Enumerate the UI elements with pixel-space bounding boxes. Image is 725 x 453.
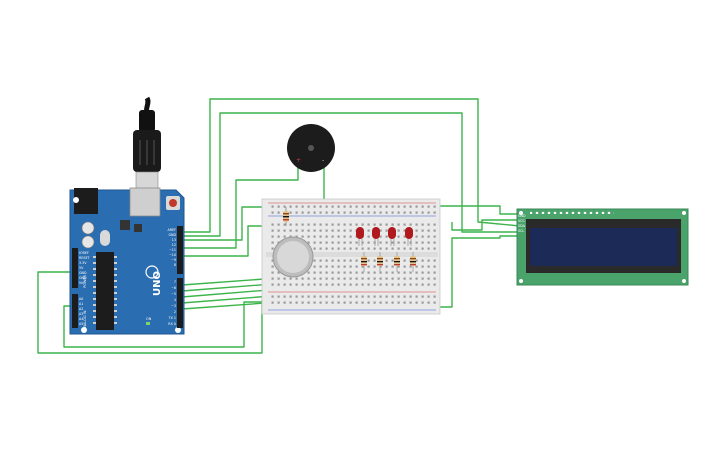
lcd-header-pins [530,208,614,214]
leds [356,227,413,246]
analog-pin-label-2: A2 [79,307,83,311]
analog-pin-label-3: A3 [79,312,83,316]
wire-lcd-vcc[interactable] [451,219,520,231]
digital-pin-label-15: RX 0 [168,322,176,326]
wire-lcd-ret[interactable] [438,235,520,308]
wire-left-1[interactable] [37,271,263,354]
center-channel [266,252,438,257]
led-4[interactable] [405,227,413,246]
digital-header-high[interactable] [177,226,183,274]
piezo-buzzer[interactable]: + - [287,124,335,172]
wire-lcd-gnd[interactable] [438,205,520,215]
lcd-pin-label-3: SCL [518,229,524,233]
lcd-screen [530,228,677,266]
digital-pin-label-10: ~5 [171,292,176,296]
analog-pin-label-0: A0 [79,297,83,301]
wire-left-2[interactable] [63,301,268,348]
power-header[interactable] [72,248,78,288]
on-led-label: ON [146,317,152,321]
usb-cable [133,96,161,191]
arduino-logo [145,265,159,279]
digital-pin-label-9: ~6 [171,286,176,290]
resistor-3[interactable] [394,252,400,272]
power-pin-label-6: Vin [79,281,84,285]
atmega-chip [96,252,114,330]
digital-pin-label-2: 13 [172,238,176,242]
digital-pin-label-13: 2 [174,310,176,314]
resistor-1[interactable] [361,252,367,272]
digital-pin-label-12: ~3 [171,304,176,308]
top-rail-holes [268,204,436,216]
power-header-label: POWER [83,274,87,288]
led-1[interactable] [356,227,364,246]
power-pin-label-5: GND [79,276,87,280]
buzzer-minus-label: - [322,157,324,164]
buzzer-plus-label: + [296,157,301,164]
capacitor-1 [81,221,95,235]
power-pin-label-1: RESET [79,256,91,260]
led-2[interactable] [372,227,380,246]
resistor-top[interactable] [283,207,289,226]
usb-port [129,187,161,217]
resistor-2[interactable] [377,252,383,272]
wire-lcd-scl[interactable] [182,112,520,237]
digital-header-low[interactable] [177,278,183,328]
digital-pin-label-4: ~11 [169,248,176,252]
on-led [146,322,150,325]
resistor-4[interactable] [410,252,416,272]
power-pin-label-0: IOREF [79,251,89,255]
uno-brand: UNO [152,271,163,296]
analog-pin-label-4: A4 [79,317,83,321]
digital-pin-label-11: 4 [174,298,176,302]
power-pin-label-4: GND [79,271,87,275]
bottom-rail-holes [268,294,436,306]
digital-pin-label-7: 8 [174,263,176,267]
gas-sensor[interactable] [272,236,314,278]
digital-pin-label-3: 12 [172,243,176,247]
wire-buzzer-plus[interactable] [182,165,299,249]
lcd-pin-label-1: VCC [518,219,526,223]
analog-header[interactable] [72,294,78,328]
digital-pin-label-0: AREF [167,228,176,232]
analog-header-label: ANALOG IN [83,310,87,330]
lcd-pin-label-0: GND [518,214,526,218]
analog-pin-label-5: A5 [79,322,83,326]
wire-lcd-sda[interactable] [182,98,521,233]
led-3[interactable] [388,227,396,246]
capacitor-2 [81,235,95,249]
digital-pin-label-1: GND [168,233,176,237]
analog-pin-label-1: A1 [79,302,83,306]
power-pin-label-2: 3.3V [79,261,87,265]
power-pin-label-3: 5V [79,266,84,270]
digital-pin-label-5: ~10 [169,253,176,257]
led-resistors [361,252,416,272]
digital-pin-label-8: 7 [174,280,176,284]
digital-pin-label-14: TX 1 [168,316,176,320]
crystal [100,230,110,246]
digital-pin-label-6: ~9 [171,258,176,262]
lcd-pin-label-2: SDA [518,224,526,228]
